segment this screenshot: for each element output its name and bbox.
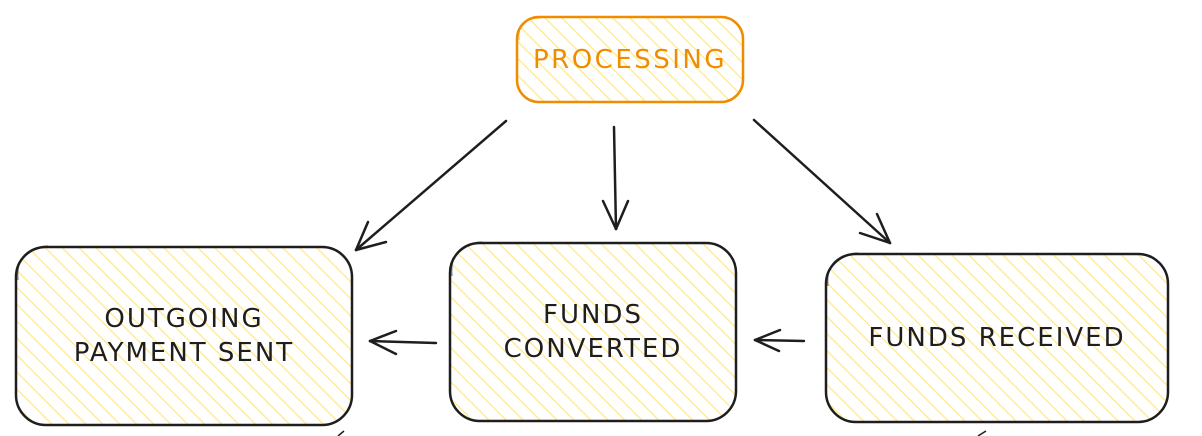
arrow-converted-to-outgoing <box>368 329 438 356</box>
arrow-processing-to-outgoing <box>354 119 508 252</box>
stray-mark <box>977 430 987 436</box>
arrow-processing-to-received <box>752 118 892 245</box>
funds-received-node[interactable] <box>824 252 1170 424</box>
processing-label: PROCESSING <box>532 44 728 75</box>
outgoing-payment-label: OUTGOING PAYMENT SENT <box>73 304 295 368</box>
processing-node[interactable] <box>515 15 745 104</box>
funds-converted-node[interactable] <box>448 241 738 423</box>
arrow-received-to-converted <box>753 328 806 353</box>
outgoing-payment-node[interactable] <box>14 245 354 427</box>
arrow-processing-to-converted <box>601 125 630 231</box>
funds-converted-label: FUNDS CONVERTED <box>503 300 683 364</box>
funds-received-label: FUNDS RECEIVED <box>868 323 1126 353</box>
stray-mark <box>337 430 345 436</box>
